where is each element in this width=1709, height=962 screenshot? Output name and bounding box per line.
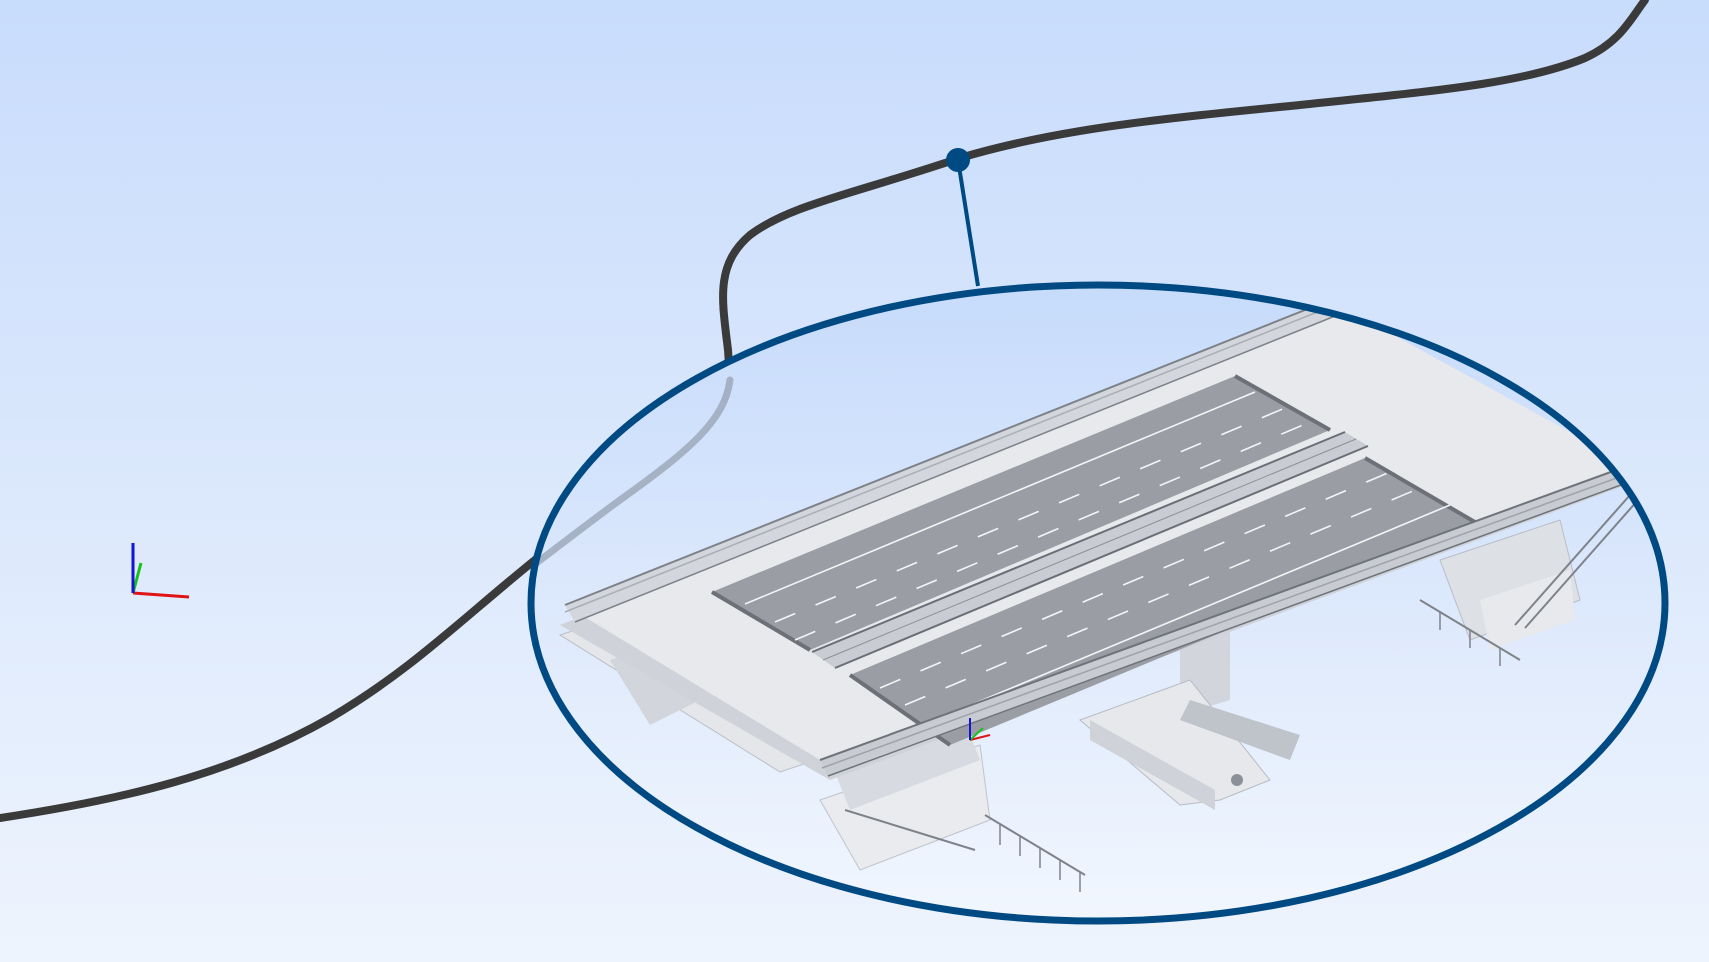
carriageway-left [712,376,1330,650]
axis-triad-icon [131,543,190,599]
center-pier [1079,622,1300,810]
stair-posts [999,612,1501,892]
median-barrier [811,431,1369,669]
local-axis-icon [969,718,991,741]
callout-marker-icon[interactable] [946,148,980,287]
bridge-detail-view[interactable] [520,280,1680,930]
lane-markings [744,391,1451,723]
detail-lens-border [527,281,1669,925]
railing-north [564,299,1346,623]
road-alignment-path[interactable] [0,0,1649,822]
side-stairs [844,494,1639,876]
railing-south [819,464,1641,777]
